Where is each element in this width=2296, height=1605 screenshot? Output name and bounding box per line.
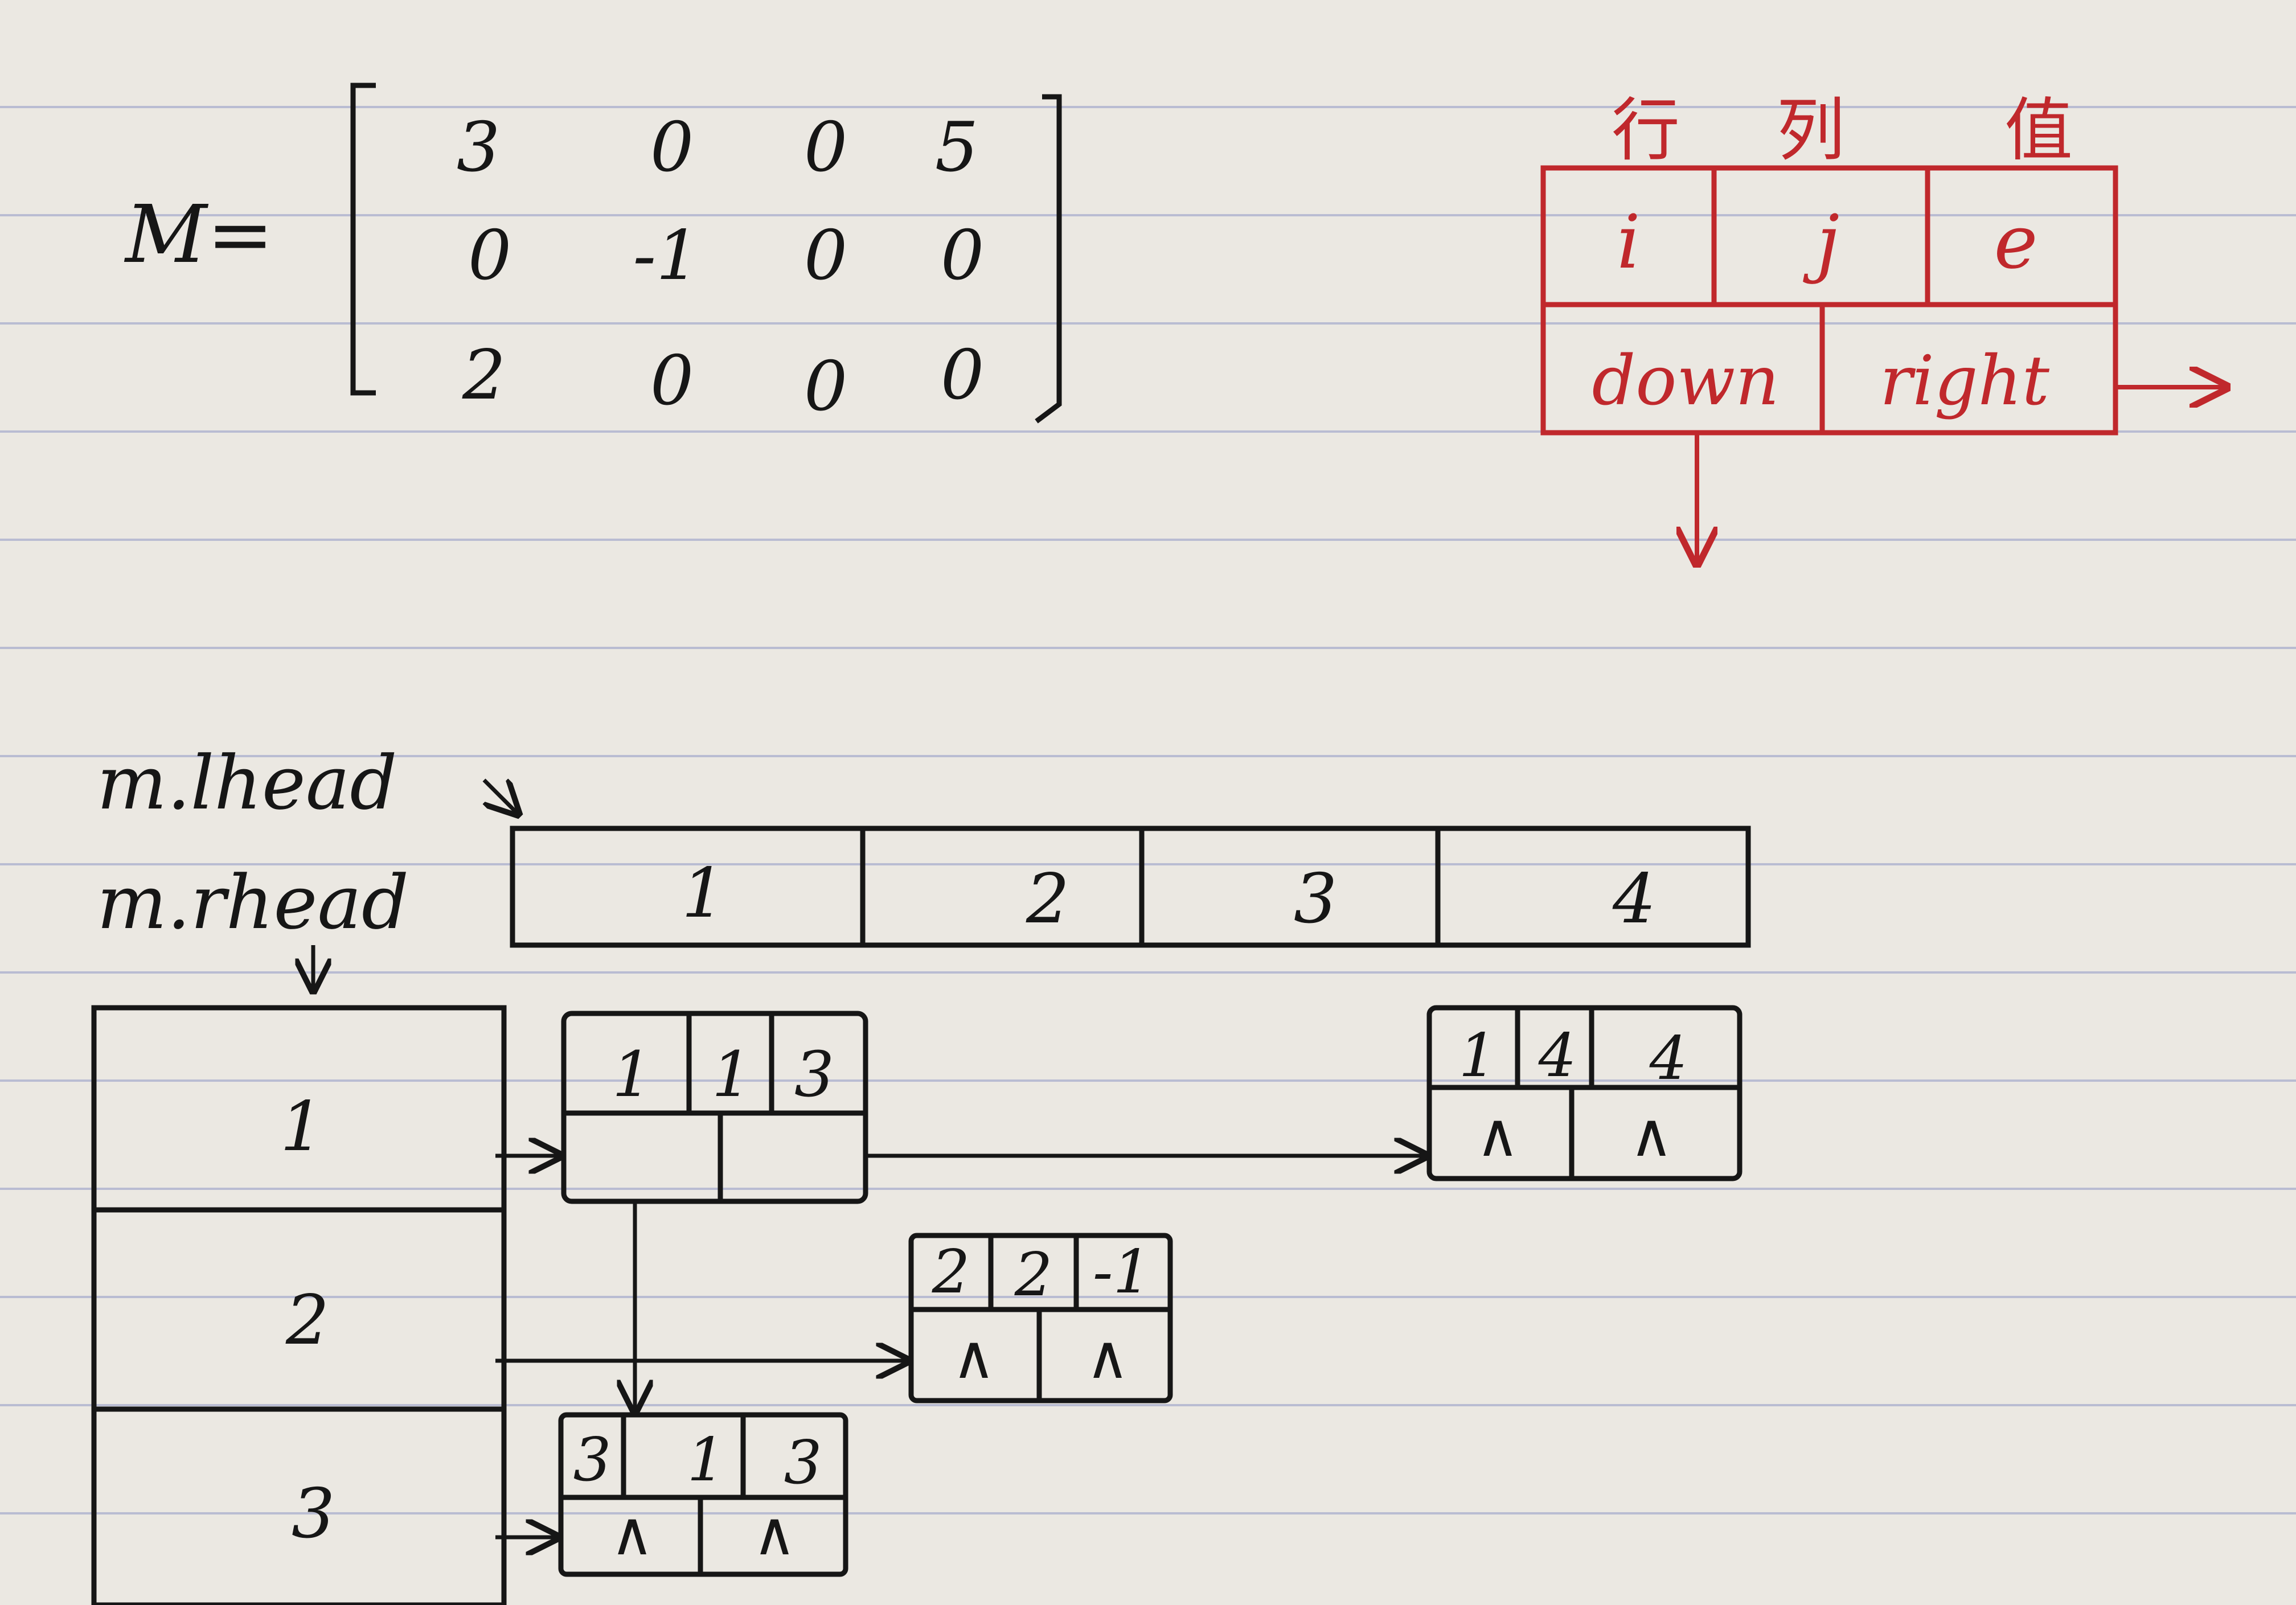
column-heads-array: 1 2 3 4 — [510, 826, 1751, 948]
matrix-right-bracket — [1035, 94, 1062, 424]
column-head-3: 3 — [1294, 860, 1337, 939]
matrix-cell: 0 — [650, 108, 694, 187]
matrix-block: M= 3 0 0 5 0 -1 0 0 2 0 0 0 — [124, 83, 1062, 426]
matrix-cell: 5 — [935, 108, 978, 187]
node-right: ∧ — [1630, 1101, 1674, 1170]
row-head-1: 1 — [280, 1087, 323, 1167]
node-down: ∧ — [610, 1499, 654, 1569]
row-head-2: 2 — [285, 1281, 329, 1360]
legend-header-col: 列 — [1777, 91, 1845, 170]
node-field: 2 — [932, 1237, 970, 1307]
node-field: 1 — [687, 1425, 725, 1495]
row-head-3: 3 — [292, 1475, 335, 1554]
node-field: 4 — [1538, 1021, 1577, 1090]
node-down: ∧ — [1476, 1101, 1520, 1170]
node-1-1-3: 1 1 3 — [561, 1011, 868, 1204]
legend-field-j: j — [1803, 199, 1839, 285]
node-structure-legend: 行 列 值 i j e down right — [1540, 91, 2227, 564]
node-field: 4 — [1649, 1024, 1688, 1093]
column-head-2: 2 — [1026, 860, 1069, 939]
lhead-arrow — [482, 778, 518, 814]
node-field: -1 — [1093, 1237, 1151, 1307]
lhead-label: m.lhead — [97, 740, 397, 826]
node-field: 1 — [612, 1038, 652, 1111]
matrix-cell: 0 — [941, 336, 984, 415]
matrix-left-bracket — [350, 83, 376, 396]
matrix-label: M= — [124, 188, 274, 281]
matrix-cell: 2 — [462, 336, 506, 415]
node-1-4-4: 1 4 4 ∧ ∧ — [1426, 1005, 1742, 1181]
node-2-2-minus1: 2 2 -1 ∧ ∧ — [908, 1233, 1173, 1403]
node-field: 3 — [794, 1038, 834, 1111]
matrix-cell: -1 — [633, 216, 700, 295]
node-down: ∧ — [952, 1323, 996, 1392]
node-right: ∧ — [1086, 1323, 1130, 1392]
matrix-cell: 0 — [650, 342, 694, 421]
column-head-1: 1 — [682, 854, 725, 933]
node-field: 3 — [573, 1425, 612, 1495]
legend-pointer-down: down — [1592, 342, 1779, 421]
node-field: 2 — [1014, 1240, 1053, 1310]
node-field: 3 — [784, 1428, 822, 1497]
matrix-cell: 0 — [468, 216, 511, 295]
node-field: 1 — [712, 1038, 752, 1111]
row-heads-array: 1 2 3 — [91, 1005, 507, 1605]
legend-node-outline — [1540, 165, 2118, 436]
node-3-1-3: 3 1 3 ∧ ∧ — [558, 1412, 848, 1577]
matrix-cell: 3 — [457, 108, 500, 187]
matrix-cell: 0 — [804, 347, 847, 426]
legend-field-e: e — [1994, 199, 2038, 285]
rhead-label: m.rhead — [97, 859, 409, 946]
legend-pointer-right: right — [1880, 342, 2050, 421]
link-arrows — [495, 1156, 1426, 1537]
column-head-4: 4 — [1612, 860, 1656, 939]
matrix-cell: 0 — [804, 108, 847, 187]
legend-field-i: i — [1617, 199, 1641, 285]
legend-header-row: 行 — [1612, 91, 1680, 170]
matrix-cell: 0 — [804, 216, 847, 295]
matrix-cell: 0 — [941, 216, 984, 295]
node-right: ∧ — [753, 1499, 797, 1569]
legend-header-value: 值 — [2004, 91, 2073, 170]
node-field: 1 — [1459, 1021, 1497, 1090]
